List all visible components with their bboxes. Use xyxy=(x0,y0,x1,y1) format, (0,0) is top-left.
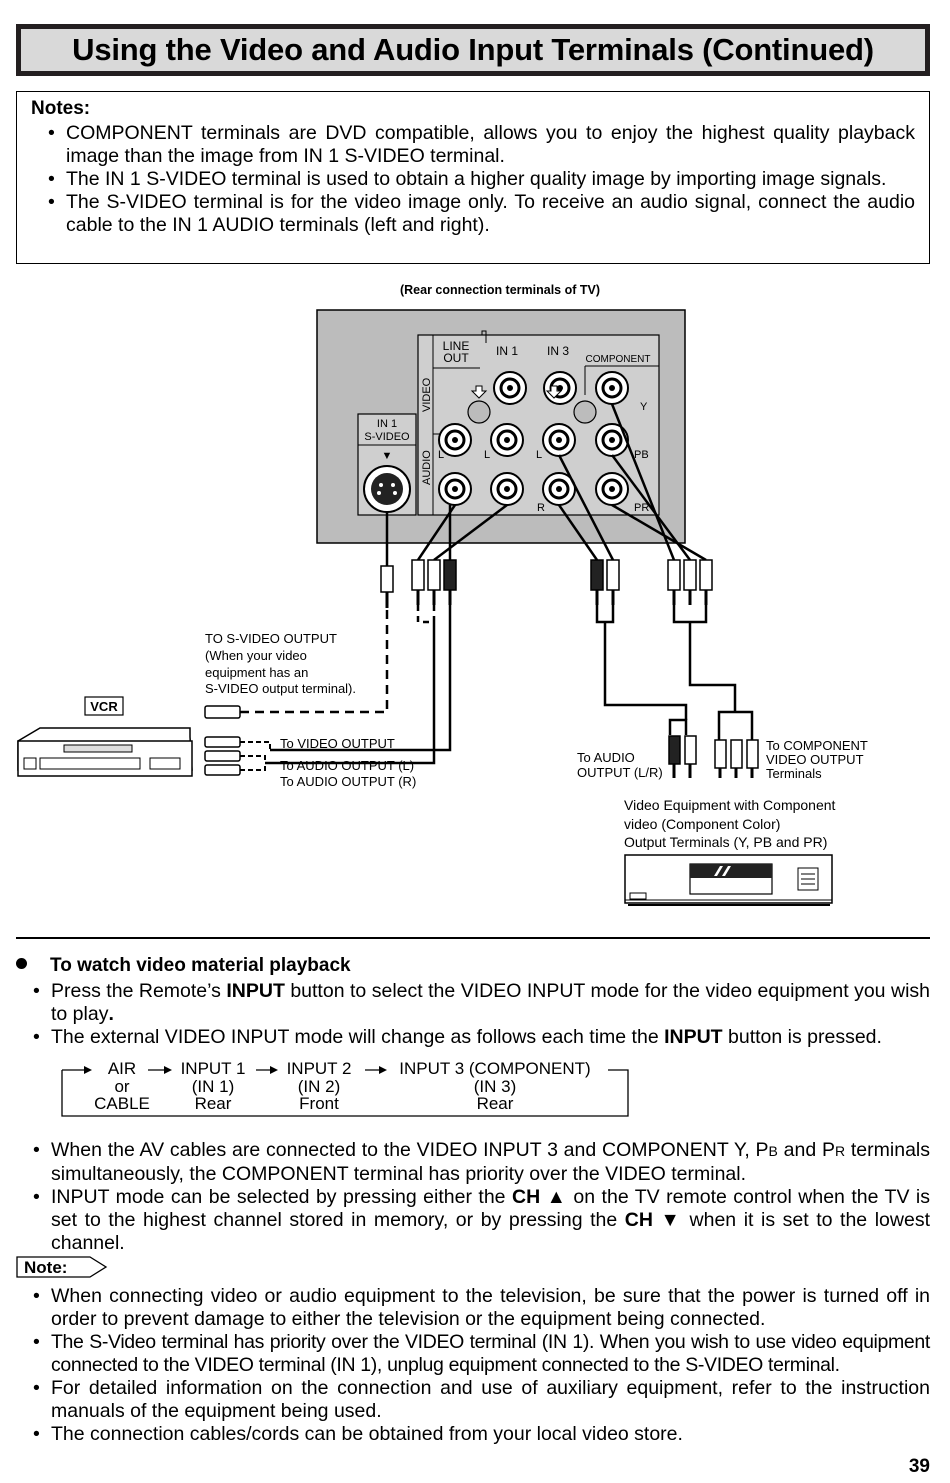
to-audio-output-l-label: To AUDIO OUTPUT (L) xyxy=(280,758,414,773)
note2-item: The connection cables/cords can be obtai… xyxy=(16,1423,930,1446)
vcr-label: VCR xyxy=(90,699,118,714)
to-component-output-label: Terminals xyxy=(766,766,822,781)
note-item: COMPONENT terminals are DVD compatible, … xyxy=(31,122,915,168)
section-divider xyxy=(16,937,930,939)
line-out-label: OUT xyxy=(443,351,469,365)
playback-heading: To watch video material playback xyxy=(16,955,351,977)
to-video-output-label: To VIDEO OUTPUT xyxy=(280,736,395,751)
line-out-label: LINE xyxy=(443,339,470,353)
component-video-device xyxy=(624,854,833,906)
down-arrow-icon: ▼ xyxy=(382,450,393,462)
playback-item: When the AV cables are connected to the … xyxy=(16,1139,930,1186)
video-cable xyxy=(270,605,452,752)
flow-step-input1: INPUT 1(IN 1)Rear xyxy=(180,1059,246,1113)
rca-jack-grid xyxy=(438,330,629,506)
video-vertical-label: VIDEO xyxy=(421,377,433,412)
jack-label-l: L xyxy=(536,449,542,461)
bullet-dot-icon xyxy=(16,958,27,970)
playback-list-b: When the AV cables are connected to the … xyxy=(16,1139,930,1255)
notes-heading: Notes: xyxy=(31,98,91,119)
svideo-note-line: equipment has an xyxy=(205,665,308,680)
jack-label-y: Y xyxy=(640,401,648,413)
component-label: COMPONENT xyxy=(586,354,651,365)
note-item: The IN 1 S-VIDEO terminal is used to obt… xyxy=(31,168,915,191)
flow-step-input3: INPUT 3 (COMPONENT)(IN 3)Rear xyxy=(399,1059,591,1113)
note-tag: Note: xyxy=(16,1256,108,1278)
playback-item: Press the Remote’s INPUT button to selec… xyxy=(16,980,930,1026)
note2-item: When connecting video or audio equipment… xyxy=(16,1285,930,1331)
svideo-note-line: S-VIDEO output terminal). xyxy=(205,681,356,696)
to-component-output-label: To COMPONENT xyxy=(766,738,868,753)
to-audio-output-lr-label: To AUDIO xyxy=(577,750,635,765)
flow-step-input2: INPUT 2(IN 2)Front xyxy=(286,1059,352,1113)
flow-lines xyxy=(61,1066,629,1117)
plugs-bottom xyxy=(668,735,759,778)
audio-vertical-label: AUDIO xyxy=(421,450,433,485)
notes-list: COMPONENT terminals are DVD compatible, … xyxy=(31,122,915,237)
in1-label: IN 1 xyxy=(496,344,518,358)
connection-diagram: (Rear connection terminals of TV) LINE O… xyxy=(17,283,868,906)
jack-label-l: L xyxy=(438,449,444,461)
playback-item: The external VIDEO INPUT mode will chang… xyxy=(16,1026,930,1049)
audio-cable xyxy=(603,622,688,720)
jack-label-pr: PR xyxy=(634,502,649,514)
title-banner: Using the Video and Audio Input Terminal… xyxy=(16,24,930,76)
component-equipment-label: video (Component Color) xyxy=(624,816,780,832)
notes-box: Notes: COMPONENT terminals are DVD compa… xyxy=(16,91,930,264)
vcr-label-box xyxy=(84,696,124,716)
playback-heading-text: To watch video material playback xyxy=(50,955,351,976)
note2-item: The S-Video terminal has priority over t… xyxy=(16,1331,930,1377)
to-audio-output-lr-label: OUTPUT (L/R) xyxy=(577,765,663,780)
page-title: Using the Video and Audio Input Terminal… xyxy=(72,32,874,67)
note-tag-label: Note: xyxy=(24,1258,67,1277)
component-equipment-label: Output Terminals (Y, PB and PR) xyxy=(624,834,827,850)
vcr-device xyxy=(17,727,193,777)
jack-label-pb: PB xyxy=(634,449,649,461)
in1-svideo-label: IN 1 xyxy=(377,418,397,430)
note-list: When connecting video or audio equipment… xyxy=(16,1285,930,1446)
component-equipment-label: Video Equipment with Component xyxy=(624,797,836,813)
note2-item: For detailed information on the connecti… xyxy=(16,1377,930,1423)
svideo-note-line: TO S-VIDEO OUTPUT xyxy=(205,631,337,646)
page-number: 39 xyxy=(908,1456,930,1477)
plugs-top xyxy=(380,559,713,608)
in1-svideo-label: S-VIDEO xyxy=(364,431,410,443)
svideo-cable xyxy=(240,610,389,714)
svideo-note-line: (When your video xyxy=(205,648,307,663)
diagram-caption: (Rear connection terminals of TV) xyxy=(400,283,600,297)
jack-label-l: L xyxy=(484,449,490,461)
cables xyxy=(385,403,707,568)
to-audio-output-r-label: To AUDIO OUTPUT (R) xyxy=(280,774,416,789)
note-item: The S-VIDEO terminal is for the video im… xyxy=(31,191,915,237)
component-cable xyxy=(688,622,737,712)
in3-label: IN 3 xyxy=(547,344,569,358)
vcr-plugs xyxy=(204,705,271,776)
title-banner-inner: Using the Video and Audio Input Terminal… xyxy=(21,29,925,71)
jack-label-r: R xyxy=(537,502,545,514)
to-component-output-label: VIDEO OUTPUT xyxy=(766,752,864,767)
playback-item: INPUT mode can be selected by pressing e… xyxy=(16,1186,930,1255)
playback-list-a: Press the Remote’s INPUT button to selec… xyxy=(16,980,930,1049)
